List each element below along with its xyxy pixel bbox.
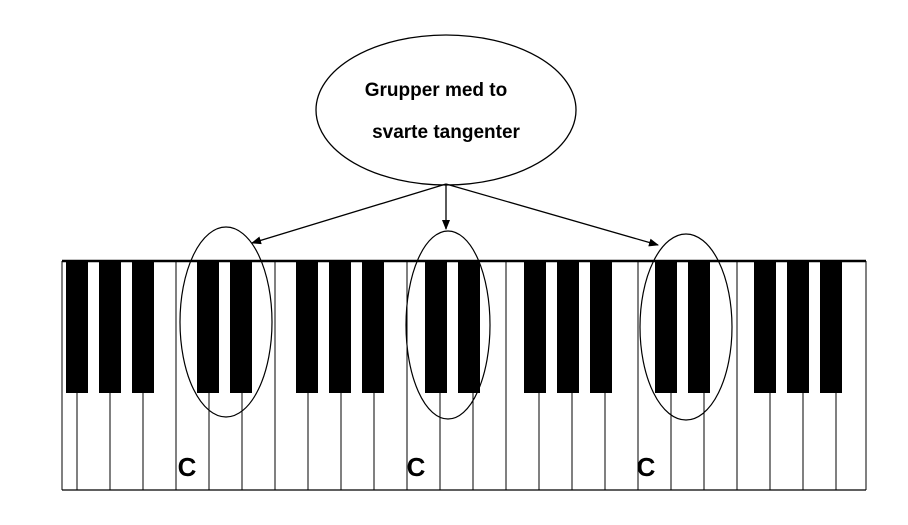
black-key: [132, 261, 154, 393]
arrow-to-group-1: [251, 183, 447, 245]
black-key: [197, 261, 219, 393]
callout-line-1: Grupper med to: [365, 80, 508, 101]
black-key: [230, 261, 252, 393]
black-key: [557, 261, 579, 393]
callout-line-2: svarte tangenter: [372, 122, 520, 143]
group-ellipse-3: [639, 233, 733, 421]
black-key: [66, 261, 88, 393]
black-key: [458, 261, 480, 393]
group-ellipse-1: [179, 226, 273, 418]
black-key: [820, 261, 842, 393]
c-label-1: C: [178, 452, 197, 482]
black-key: [329, 261, 351, 393]
c-label-3: C: [637, 452, 656, 482]
group-ellipse-2: [405, 230, 491, 420]
black-key: [655, 261, 677, 393]
arrow-to-group-3: [445, 183, 659, 247]
black-key: [362, 261, 384, 393]
black-key: [425, 261, 447, 393]
black-key: [688, 261, 710, 393]
black-key: [787, 261, 809, 393]
callout-ellipse: [315, 34, 577, 186]
black-key: [524, 261, 546, 393]
c-label-2: C: [407, 452, 426, 482]
black-key: [590, 261, 612, 393]
black-key: [99, 261, 121, 393]
keyboard: [61, 259, 867, 491]
black-key: [754, 261, 776, 393]
black-key: [296, 261, 318, 393]
black-keys: [66, 261, 842, 393]
